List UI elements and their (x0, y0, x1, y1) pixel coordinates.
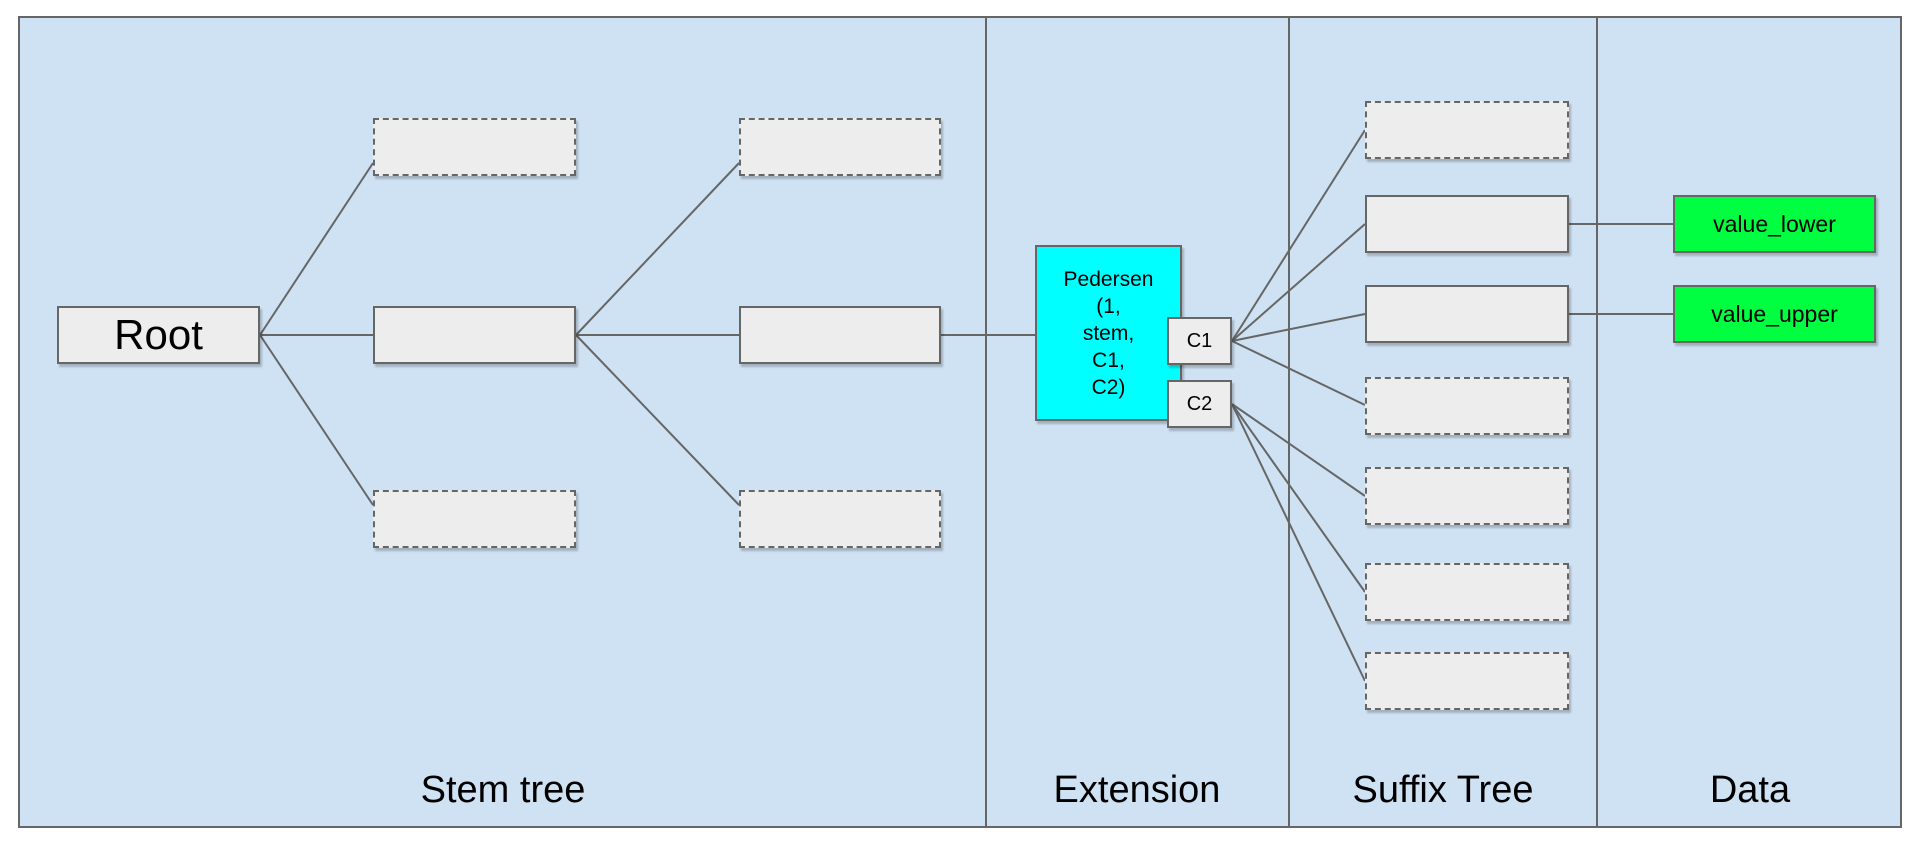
root-connectors (259, 162, 374, 506)
stem2-middle-node (739, 306, 941, 364)
stem1-bottom-placeholder-node (373, 490, 576, 548)
value-upper-node: value_upper (1673, 285, 1876, 343)
suffix-row6-placeholder-node (1365, 563, 1569, 621)
suffix-row1-placeholder-node (1365, 101, 1569, 159)
diagram-panel (18, 16, 1902, 828)
section-label-stem-tree: Stem tree (420, 769, 586, 811)
stem1-connectors (575, 162, 740, 506)
section-label-extension: Extension (1053, 769, 1221, 811)
stem1-middle-node (373, 306, 576, 364)
pedersen-label-line: C1, (1092, 348, 1125, 372)
pedersen-commitment-node: Pedersen (1, stem, C1, C2) (1035, 245, 1182, 421)
value-upper-node-label: value_upper (1711, 300, 1838, 327)
value-lower-node-label: value_lower (1713, 210, 1836, 237)
pedersen-label-line: (1, (1096, 294, 1121, 318)
stem2-bottom-placeholder-node (739, 490, 941, 548)
stem1-top-placeholder-node (373, 118, 576, 176)
root-node-label: Root (114, 311, 203, 358)
c1-node: C1 (1167, 317, 1232, 365)
pedersen-label-line: stem, (1082, 321, 1135, 345)
c2-node: C2 (1167, 380, 1232, 428)
c2-node-label: C2 (1186, 392, 1213, 415)
pedersen-label-line: Pedersen (1063, 267, 1154, 291)
stem2-top-placeholder-node (739, 118, 941, 176)
c2-connectors (1231, 403, 1366, 682)
suffix-row2-node (1365, 195, 1569, 253)
c1-connectors (1231, 129, 1366, 406)
root-node: Root (57, 306, 260, 364)
value-lower-node: value_lower (1673, 195, 1876, 253)
suffix-row7-placeholder-node (1365, 652, 1569, 710)
section-dividers (985, 17, 1598, 827)
section-label-data: Data (1709, 769, 1791, 811)
pedersen-label-line: C2) (1091, 375, 1126, 399)
suffix-row5-placeholder-node (1365, 467, 1569, 525)
suffix-row4-placeholder-node (1365, 377, 1569, 435)
c1-node-label: C1 (1186, 329, 1213, 352)
suffix-row3-node (1365, 285, 1569, 343)
section-label-suffix-tree: Suffix Tree (1352, 769, 1534, 811)
suffix-to-data-connectors (1569, 223, 1673, 315)
